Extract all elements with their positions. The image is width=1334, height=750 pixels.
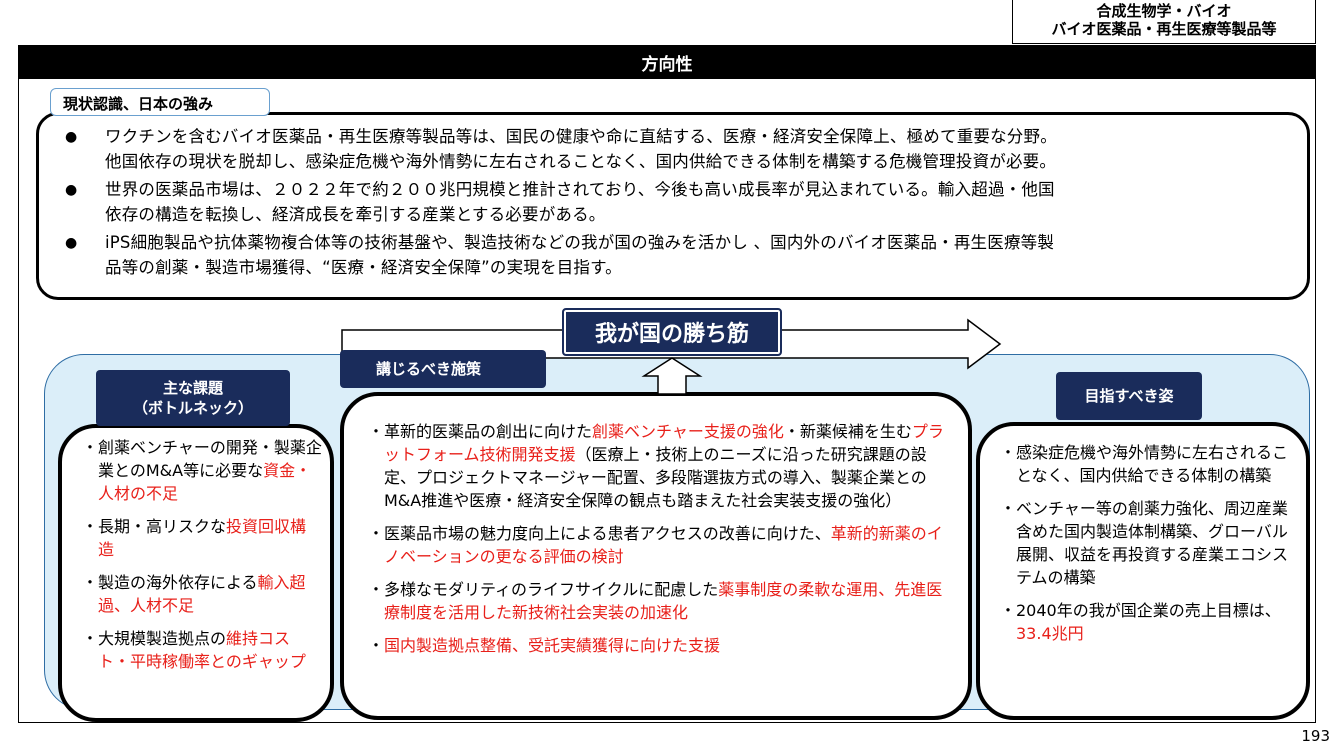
recognition-bullet-text: 世界の医薬品市場は、２０２２年で約２００兆円規模と推計されており、今後も高い成長… [105, 180, 1055, 224]
bullet-icon: ● [65, 129, 78, 145]
issue-item: ・大規模製造拠点の維持コスト・平時稼働率とのギャップ [82, 627, 322, 673]
item-marker: ・ [1000, 443, 1017, 462]
bullet-icon: ● [65, 182, 78, 198]
measure-highlight: 創薬ベンチャー支援の強化 [592, 422, 784, 441]
recognition-bullet-text: ワクチンを含むバイオ医薬品・再生医療等製品等は、国民の健康や命に直結する、医療・… [105, 127, 1057, 171]
goal-item: ・感染症危機や海外情勢に左右されることなく、国内供給できる体制の構築 [1000, 441, 1296, 487]
item-marker: ・ [82, 517, 99, 536]
winning-strategy-label: 我が国の勝ち筋 [562, 308, 782, 356]
goal-box [976, 422, 1310, 720]
category-line-2: バイオ医薬品・再生医療等製品等 [1051, 20, 1277, 38]
measures-tab: 講じるべき施策 [340, 350, 546, 388]
issue-highlight: 投資回収構造 [98, 517, 307, 559]
issue-text: 製造の海外依存による [98, 573, 258, 592]
measure-highlight: プラットフォーム技術開発支援 [384, 422, 944, 464]
recognition-tab: 現状認識、日本の強み [50, 88, 270, 116]
issue-item: ・製造の海外依存による輸入超過、人材不足 [82, 571, 322, 617]
page-title: 方向性 [18, 45, 1316, 79]
recognition-bullet: ● 世界の医薬品市場は、２０２２年で約２００兆円規模と推計されており、今後も高い… [65, 178, 1289, 227]
measures-box [340, 392, 972, 720]
goal-list: ・感染症危機や海外情勢に左右されることなく、国内供給できる体制の構築 ・ベンチャ… [1000, 441, 1296, 655]
item-marker: ・ [82, 629, 99, 648]
goal-item: ・2040年の我が国企業の売上目標は、 33.4兆円 [1000, 599, 1296, 645]
measure-text: ・新薬候補を生む [783, 422, 912, 441]
item-marker: ・ [368, 580, 385, 599]
measure-item: ・医薬品市場の魅力度向上による患者アクセスの改善に向けた、革新的新薬のイノベーシ… [368, 522, 952, 568]
item-marker: ・ [368, 636, 385, 655]
measure-text: （医療上・技術上のニーズに沿った研究課題の設定、プロジェクトマネージャー配置、多… [384, 445, 927, 510]
item-marker: ・ [1000, 499, 1017, 518]
bullet-icon: ● [65, 235, 78, 251]
page-number: 193 [1301, 727, 1330, 745]
goal-highlight: 33.4兆円 [1016, 624, 1084, 643]
measures-list: ・革新的医薬品の創出に向けた創薬ベンチャー支援の強化・新薬候補を生むプラットフォ… [368, 420, 952, 667]
item-marker: ・ [368, 524, 385, 543]
issues-box [58, 424, 334, 722]
issue-item: ・創薬ベンチャーの開発・製薬企業とのM&A等に必要な資金・人材の不足 [82, 436, 322, 505]
goal-text: ベンチャー等の創薬力強化、周辺産業含めた国内製造体制構築、グローバル展開、収益を… [1016, 499, 1289, 587]
item-marker: ・ [1000, 601, 1017, 620]
measure-item: ・国内製造拠点整備、受託実績獲得に向けた支援 [368, 634, 952, 657]
recognition-bullet: ● ワクチンを含むバイオ医薬品・再生医療等製品等は、国民の健康や命に直結する、医… [65, 125, 1289, 174]
up-arrow-icon [641, 357, 703, 395]
measure-highlight: 薬事制度の柔軟な運用、先進医療制度を活用した新技術社会実装の加速化 [384, 580, 943, 622]
measure-item: ・革新的医薬品の創出に向けた創薬ベンチャー支援の強化・新薬候補を生むプラットフォ… [368, 420, 952, 512]
measure-text: 医薬品市場の魅力度向上による患者アクセスの改善に向けた、 [384, 524, 831, 543]
issue-text: 創薬ベンチャーの開発・製薬企業とのM&A等に必要な [98, 438, 322, 480]
goal-text: 2040年の我が国企業の売上目標は、 [1016, 601, 1281, 620]
goal-label: 目指すべき姿 [1056, 372, 1202, 420]
category-box: 合成生物学・バイオ バイオ医薬品・再生医療等製品等 [1012, 0, 1316, 44]
item-marker: ・ [82, 438, 99, 457]
issues-list: ・創薬ベンチャーの開発・製薬企業とのM&A等に必要な資金・人材の不足 ・長期・高… [82, 436, 322, 683]
category-line-1: 合成生物学・バイオ [1096, 2, 1232, 20]
issue-highlight: 資金・人材の不足 [98, 461, 312, 503]
goal-item: ・ベンチャー等の創薬力強化、周辺産業含めた国内製造体制構築、グローバル展開、収益… [1000, 497, 1296, 589]
recognition-bullet: ● iPS細胞製品や抗体薬物複合体等の技術基盤や、製造技術などの我が国の強みを活… [65, 231, 1289, 280]
issue-text: 長期・高リスクな [98, 517, 227, 536]
outer-frame [18, 79, 1316, 723]
measure-text: 多様なモダリティのライフサイクルに配慮した [384, 580, 719, 599]
issue-item: ・長期・高リスクな投資回収構造 [82, 515, 322, 561]
measure-item: ・多様なモダリティのライフサイクルに配慮した薬事制度の柔軟な運用、先進医療制度を… [368, 578, 952, 624]
measure-text: 革新的医薬品の創出に向けた [384, 422, 593, 441]
issues-label: 主な課題 （ボトルネック） [96, 370, 290, 426]
issue-highlight: 輸入超過、人材不足 [98, 573, 306, 615]
issues-label-line-1: 主な課題 [162, 379, 223, 397]
measure-highlight: 革新的新薬のイノベーションの更なる評価の検討 [384, 524, 943, 566]
measure-highlight: 国内製造拠点整備、受託実績獲得に向けた支援 [384, 636, 721, 655]
issue-text: 大規模製造拠点の [98, 629, 227, 648]
item-marker: ・ [82, 573, 99, 592]
item-marker: ・ [368, 422, 385, 441]
issue-highlight: 維持コスト・平時稼働率とのギャップ [98, 629, 306, 671]
goal-text: 感染症危機や海外情勢に左右されることなく、国内供給できる体制の構築 [1016, 443, 1289, 485]
recognition-box: ● ワクチンを含むバイオ医薬品・再生医療等製品等は、国民の健康や命に直結する、医… [36, 112, 1310, 300]
issues-label-line-2: （ボトルネック） [132, 399, 253, 417]
recognition-bullet-text: iPS細胞製品や抗体薬物複合体等の技術基盤や、製造技術などの我が国の強みを活かし… [105, 233, 1055, 277]
